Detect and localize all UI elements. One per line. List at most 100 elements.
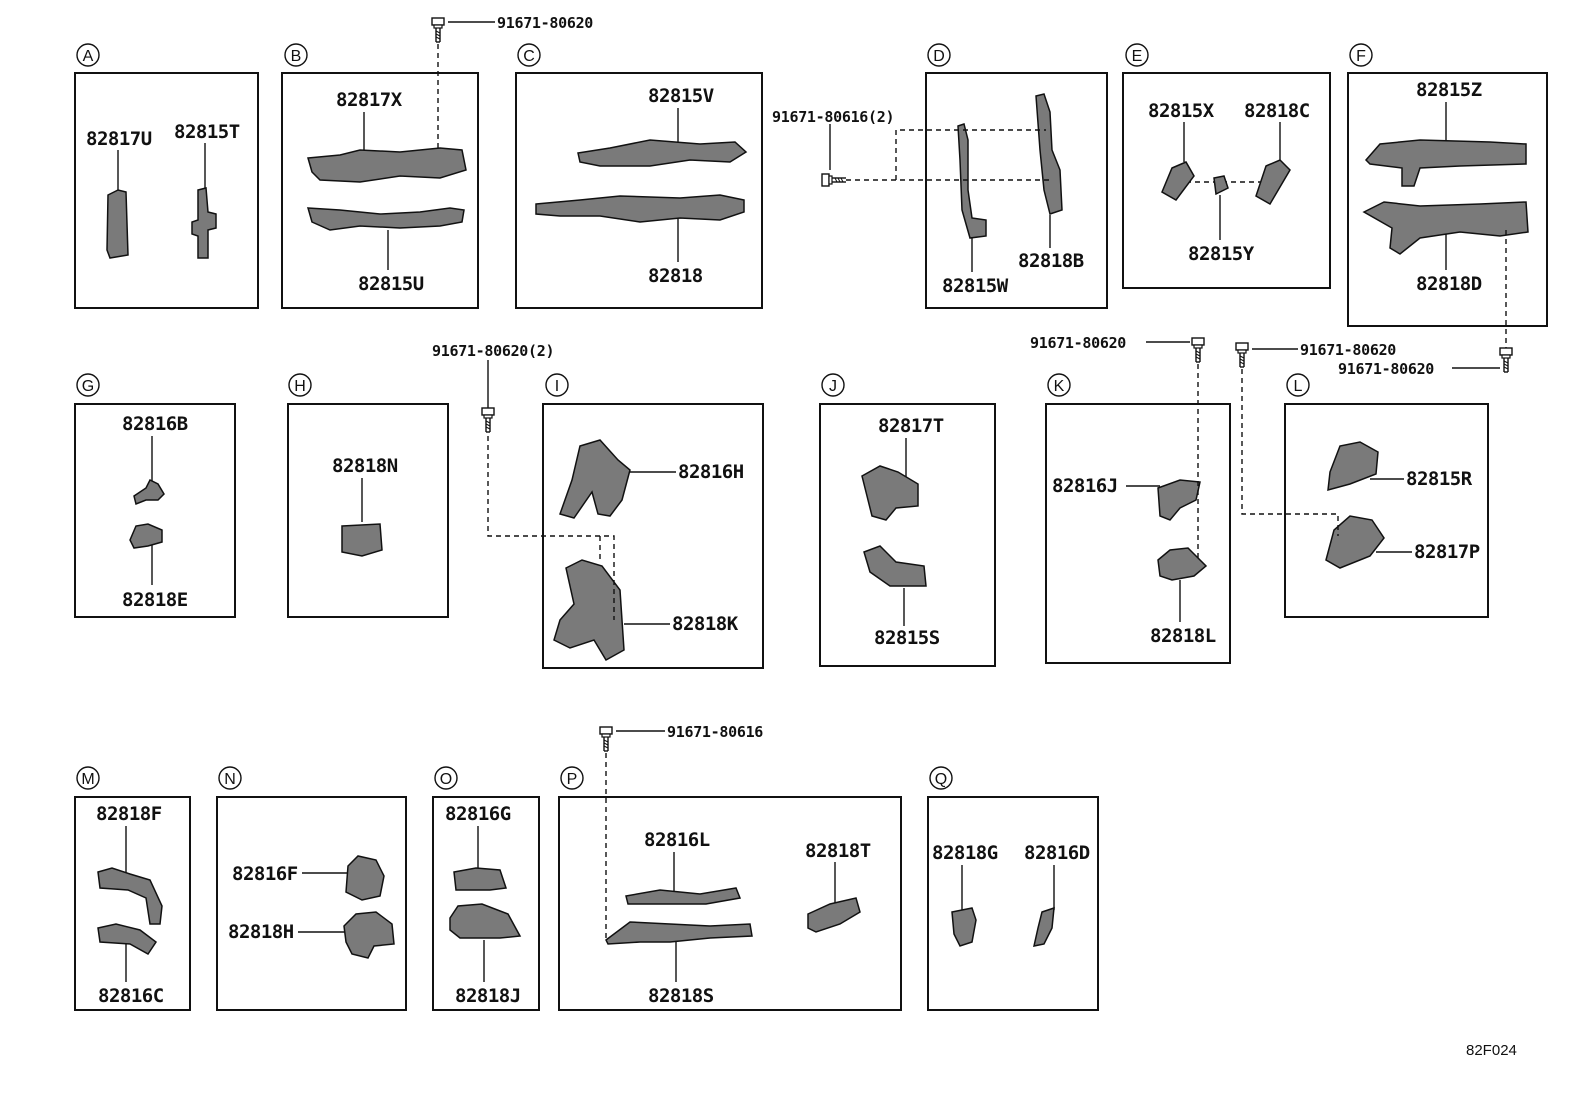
part-label-82815X[interactable]: 82815X (1148, 100, 1215, 122)
part-label-82818B[interactable]: 82818B (1018, 250, 1084, 272)
part-label-82817U[interactable]: 82817U (86, 128, 152, 150)
part-82818N-shape (341, 523, 383, 557)
part-label-82816G[interactable]: 82816G (445, 803, 511, 825)
part-label-82818J[interactable]: 82818J (455, 985, 521, 1007)
fastener-label-k[interactable]: 91671-80620 (1030, 334, 1127, 352)
part-82815W-shape (957, 123, 987, 239)
group-O: O 82816G 82818J (432, 766, 540, 1011)
group-letter-C: C (523, 48, 535, 65)
fastener-label-i[interactable]: 91671-80620(2) (432, 342, 555, 360)
part-label-82818H[interactable]: 82818H (228, 921, 294, 943)
group-G: G 82816B 82818E (74, 373, 236, 618)
part-label-82816L[interactable]: 82816L (644, 829, 710, 851)
part-label-82818K[interactable]: 82818K (672, 613, 739, 635)
group-D: D 82818B 82815W 91671-80616(2) (772, 43, 1108, 309)
part-82818B-shape (1035, 93, 1063, 215)
group-K: K 82816J 82818L 91671-80620 (1030, 334, 1231, 664)
fastener-label-l[interactable]: 91671-80620 (1300, 341, 1397, 359)
part-82818J-shape (449, 903, 522, 939)
part-82815U-shape (306, 207, 465, 231)
group-J: J 82817T 82815S (819, 373, 996, 667)
part-82815Z-shape (1364, 139, 1527, 187)
part-label-82818F[interactable]: 82818F (96, 803, 162, 825)
part-82818E-shape (129, 523, 163, 549)
part-label-82816F[interactable]: 82816F (232, 863, 298, 885)
part-label-82815R[interactable]: 82815R (1406, 468, 1473, 490)
part-label-82818D[interactable]: 82818D (1416, 273, 1482, 295)
part-82817X-shape (307, 147, 467, 183)
part-82816G-shape (453, 867, 508, 891)
group-H: H 82818N (287, 373, 449, 618)
fastener-label-f[interactable]: 91671-80620 (1338, 360, 1435, 378)
group-M: M 82818F 82816C (74, 766, 191, 1011)
group-letter-K: K (1054, 378, 1065, 395)
part-82818L-shape (1157, 547, 1208, 581)
part-label-82818G[interactable]: 82818G (932, 842, 998, 864)
part-label-82816C[interactable]: 82816C (98, 985, 164, 1007)
group-N: N 82816F 82818H (216, 766, 407, 1011)
part-label-82818[interactable]: 82818 (648, 265, 703, 287)
part-label-82818E[interactable]: 82818E (122, 589, 188, 611)
part-82818-shape (535, 194, 745, 223)
part-label-82818N[interactable]: 82818N (332, 455, 398, 477)
part-label-82816B[interactable]: 82816B (122, 413, 188, 435)
group-letter-D: D (933, 48, 945, 65)
group-letter-F: F (1356, 48, 1366, 65)
group-E: E 82815X 82818C 82815Y (1122, 43, 1331, 289)
part-label-82815W[interactable]: 82815W (942, 275, 1009, 297)
part-label-82818T[interactable]: 82818T (805, 840, 871, 862)
part-label-82815Z[interactable]: 82815Z (1416, 79, 1482, 101)
part-label-82815V[interactable]: 82815V (648, 85, 714, 107)
part-82816F-shape (345, 855, 385, 901)
group-letter-E: E (1132, 48, 1143, 65)
group-Q: Q 82818G 82816D (927, 766, 1099, 1011)
group-letter-M: M (81, 771, 94, 788)
group-letter-H: H (294, 378, 306, 395)
group-letter-J: J (829, 378, 837, 395)
diagram-code: 82F024 (1466, 1042, 1517, 1059)
part-label-82815U[interactable]: 82815U (358, 273, 424, 295)
group-letter-B: B (291, 48, 302, 65)
group-letter-P: P (567, 771, 578, 788)
part-82818S-shape (605, 921, 753, 945)
part-82818D-shape (1362, 201, 1529, 255)
part-label-82818S[interactable]: 82818S (648, 985, 714, 1007)
part-82816C-shape (97, 923, 158, 955)
part-82818K-shape (553, 559, 625, 662)
part-82816L-shape (625, 887, 742, 905)
group-letter-I: I (555, 378, 559, 395)
part-82817T-shape (861, 465, 919, 521)
fastener-label-b[interactable]: 91671-80620 (497, 14, 594, 32)
group-letter-O: O (440, 771, 452, 788)
part-label-82817P[interactable]: 82817P (1414, 541, 1480, 563)
part-82816D-shape (1033, 906, 1055, 947)
group-F: F 82815Z 82818D (1347, 43, 1548, 348)
part-82815S-shape (863, 545, 927, 587)
part-label-82816H[interactable]: 82816H (678, 461, 744, 483)
part-82818F-shape (97, 867, 163, 925)
part-label-82815T[interactable]: 82815T (174, 121, 240, 143)
group-letter-N: N (224, 771, 236, 788)
group-A: A 82817U 82815T (74, 43, 259, 309)
group-C: C 82815V 82818 (515, 43, 763, 309)
part-label-82816D[interactable]: 82816D (1024, 842, 1090, 864)
part-82815Y-shape (1213, 175, 1229, 196)
part-label-82818C[interactable]: 82818C (1244, 100, 1310, 122)
part-label-82816J[interactable]: 82816J (1052, 475, 1118, 497)
part-82815R-shape (1327, 441, 1379, 492)
part-82815X-shape (1161, 161, 1195, 201)
fastener-label-d[interactable]: 91671-80616(2) (772, 108, 895, 126)
part-label-82817T[interactable]: 82817T (878, 415, 944, 437)
part-label-82817X[interactable]: 82817X (336, 89, 403, 111)
group-letter-Q: Q (935, 771, 947, 788)
part-label-82815S[interactable]: 82815S (874, 627, 940, 649)
part-label-82818L[interactable]: 82818L (1150, 625, 1216, 647)
group-letter-L: L (1294, 378, 1303, 395)
part-82817U-shape (106, 189, 129, 259)
fastener-label-p[interactable]: 91671-80616 (667, 723, 764, 741)
part-label-82815Y[interactable]: 82815Y (1188, 243, 1255, 265)
part-82816J-shape (1157, 479, 1201, 521)
part-82815T-shape (191, 187, 217, 259)
part-82816H-shape (559, 439, 631, 519)
